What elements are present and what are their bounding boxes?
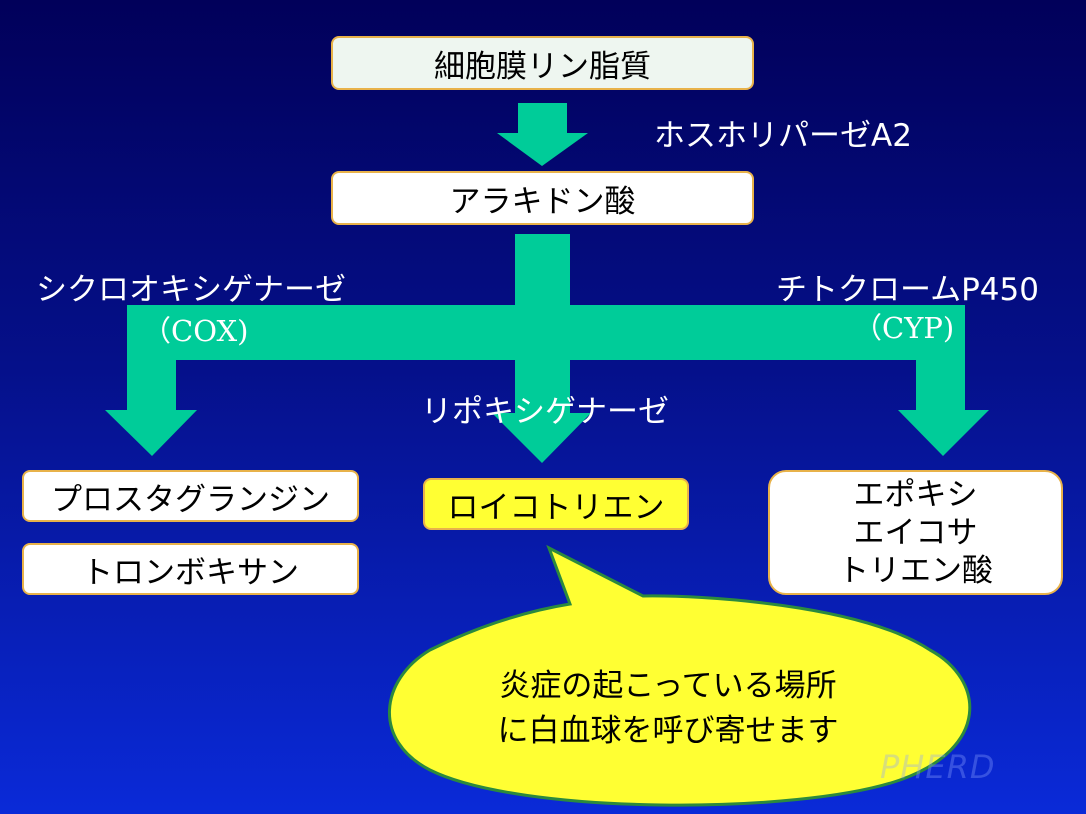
node-membrane-label: 細胞膜リン脂質 <box>434 48 651 85</box>
arrow-lox <box>492 360 591 463</box>
callout-bubble <box>388 544 972 807</box>
node-arachidonic-acid: アラキドン酸 <box>331 171 754 225</box>
callout-line-1: 炎症の起こっている場所 <box>499 668 837 704</box>
arrow-cyp <box>898 305 989 456</box>
node-leukotriene: ロイコトリエン <box>423 478 689 530</box>
node-eet-line-3: トリエン酸 <box>838 552 993 589</box>
enzyme-phospholipase-label: ホスホリパーゼA2 <box>654 118 912 154</box>
callout-text: 炎症の起こっている場所 に白血球を呼び寄せます <box>418 664 918 754</box>
node-thromboxane: トロンボキサン <box>22 543 359 595</box>
node-arachidonic-label: アラキドン酸 <box>449 183 636 220</box>
enzyme-cox-label: シクロオキシゲナーゼ <box>36 272 346 308</box>
callout-line-2: に白血球を呼び寄せます <box>497 713 839 749</box>
arrow-pla2 <box>497 103 588 166</box>
arrow-crossbar <box>127 305 965 360</box>
watermark: PHERD <box>880 748 996 786</box>
node-eet-line-1: エポキシ <box>853 476 978 513</box>
arrow-cox <box>105 305 197 456</box>
enzyme-cox-abbr: （COX) <box>142 314 249 348</box>
node-prostaglandin-label: プロスタグランジン <box>51 481 330 518</box>
node-prostaglandin: プロスタグランジン <box>22 470 359 522</box>
enzyme-cyp-abbr: （CYP) <box>853 311 955 345</box>
enzyme-lox-label: リポキシゲナーゼ <box>421 394 669 430</box>
node-leukotriene-label: ロイコトリエン <box>447 489 665 526</box>
arrow-branches <box>105 234 989 463</box>
enzyme-cyp-label: チトクロームP450 <box>776 272 1039 308</box>
node-thromboxane-label: トロンボキサン <box>82 554 299 591</box>
node-epoxyeicosatrienoic-acid: エポキシ エイコサ トリエン酸 <box>768 470 1063 595</box>
node-membrane-phospholipid: 細胞膜リン脂質 <box>331 36 754 90</box>
node-eet-line-2: エイコサ <box>853 514 978 551</box>
